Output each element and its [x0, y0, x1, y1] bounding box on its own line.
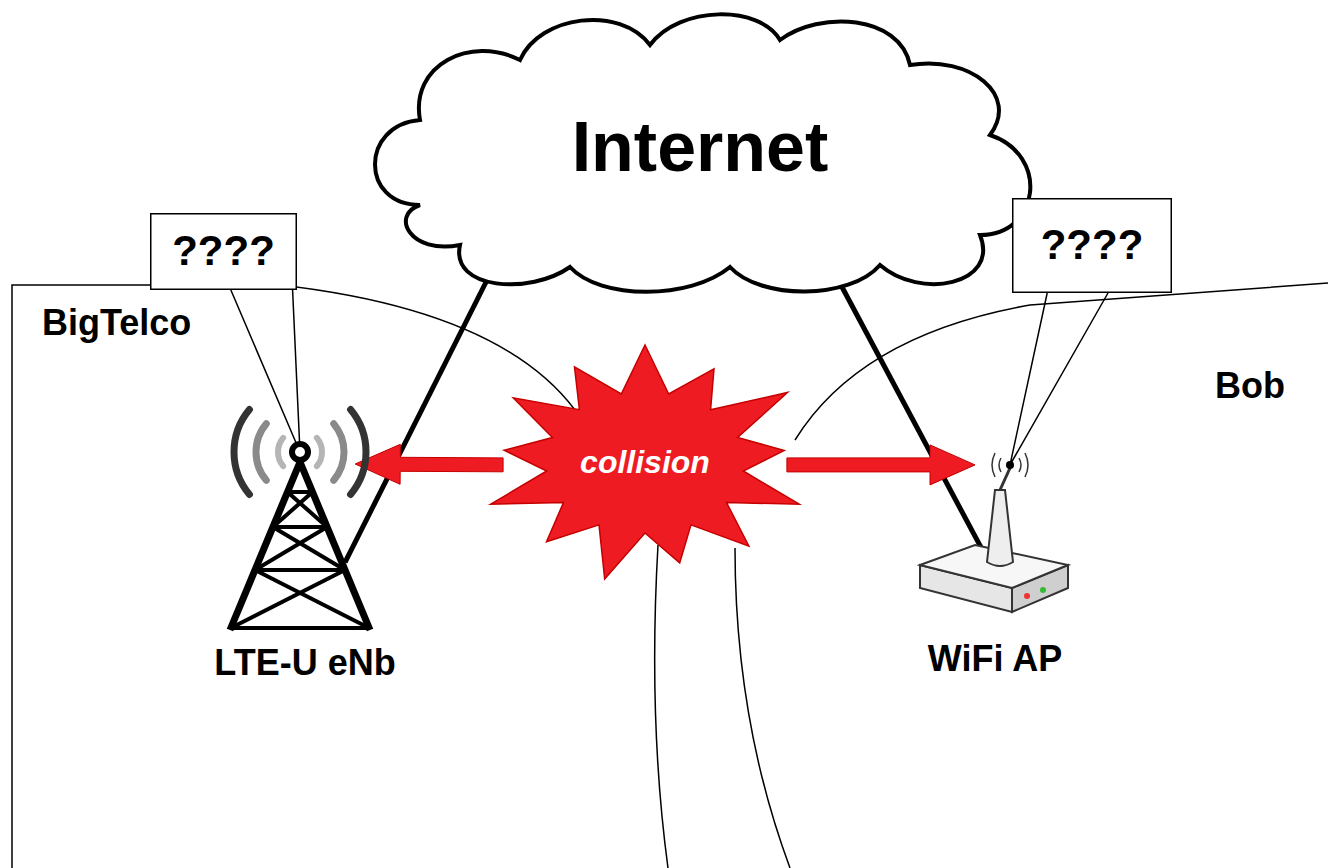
- region-outline: [735, 283, 1328, 868]
- callout-box: [1013, 199, 1172, 293]
- signal-arc: [256, 424, 266, 481]
- region-outline: [12, 285, 668, 868]
- region-label: Bob: [1215, 365, 1285, 406]
- collision-arrow: [787, 445, 975, 485]
- cloud-outline: [375, 14, 1030, 291]
- signal-arc: [317, 438, 322, 466]
- collision-burst: collision: [480, 345, 810, 580]
- callout-box: [151, 214, 297, 290]
- device-label: LTE-U eNb: [214, 642, 395, 683]
- led: [1040, 587, 1046, 593]
- tower-leg: [300, 462, 370, 630]
- antenna-rod: [1000, 468, 1010, 490]
- tower-brace: [273, 527, 345, 570]
- signal-arc: [334, 424, 344, 481]
- tower-brace: [231, 570, 345, 628]
- tower-leg: [230, 462, 300, 630]
- tower-brace: [273, 492, 313, 527]
- signal-arc: [351, 410, 366, 495]
- lte-tower: LTE-U eNb: [212, 392, 398, 632]
- lte-tower-shape: [212, 392, 398, 632]
- backhaul-link: [345, 276, 489, 563]
- tower-brace: [255, 570, 369, 628]
- tower-brace: [255, 527, 327, 570]
- backhaul-link: [836, 276, 985, 555]
- cloud-label: Internet: [572, 107, 829, 188]
- antenna: [987, 490, 1013, 566]
- device-label: WiFi AP: [928, 638, 1062, 679]
- callout-box: ????: [150, 213, 297, 290]
- home-region: BobWiFi AP: [700, 270, 1328, 868]
- burst-label: collision: [580, 444, 710, 481]
- signal-arc: [234, 410, 249, 495]
- antenna-tip: [1006, 461, 1014, 469]
- internet-cloud: Internet: [360, 5, 1040, 290]
- tower-brace: [255, 568, 345, 572]
- collision-burst: [491, 345, 800, 579]
- led: [1024, 593, 1030, 599]
- signal-wave: [992, 453, 1028, 477]
- tower-brace: [273, 525, 327, 529]
- callout-box: ????: [1012, 198, 1172, 293]
- tower-brace: [231, 626, 369, 630]
- collision-arrow: [355, 444, 503, 484]
- callout-text: ????: [1041, 221, 1144, 269]
- antenna-tip: [292, 444, 308, 460]
- wifi-router-shape: [915, 450, 1075, 615]
- region-label: BigTelco: [42, 302, 191, 343]
- wifi-router: WiFi AP: [915, 450, 1075, 615]
- callout-text: ????: [172, 227, 275, 275]
- callout-pointer: [1010, 293, 1108, 465]
- signal-arc: [278, 438, 283, 466]
